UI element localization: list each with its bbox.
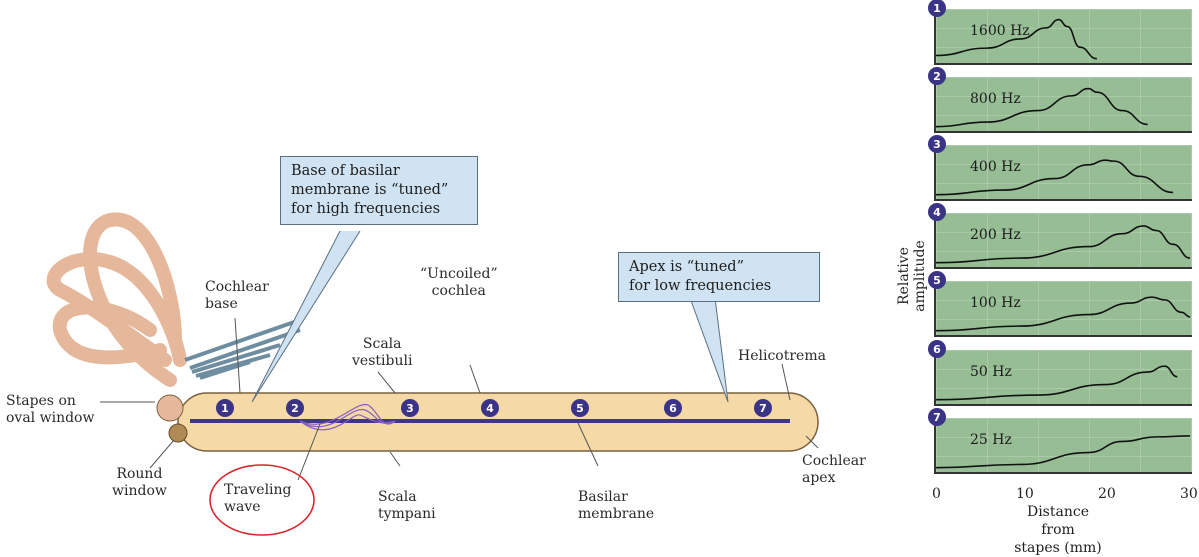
x-axis-label: Distance from stapes (mm) <box>1008 503 1108 557</box>
y-axis-label: Relative amplitude <box>896 216 928 336</box>
base-callout: Base of basilar membrane is “tuned” for … <box>280 156 478 225</box>
position-marker: 2 <box>286 399 304 417</box>
cochlear-base-label: Cochlear base <box>205 279 269 313</box>
response-curve <box>936 436 1190 468</box>
x-tick-label: 0 <box>932 486 941 502</box>
inner-ear-drawing <box>54 219 180 380</box>
oval-window <box>157 395 183 421</box>
cochlear-apex-label: Cochlear apex <box>802 453 866 487</box>
uncoiled-cochlea-label: “Uncoiled” cochlea <box>420 266 498 300</box>
round-window <box>169 424 187 442</box>
position-marker: 1 <box>216 399 234 417</box>
apex-callout: Apex is “tuned” for low frequencies <box>618 252 820 302</box>
position-marker: 7 <box>754 399 772 417</box>
response-curve <box>936 226 1190 263</box>
response-curve <box>936 89 1148 127</box>
helicotrema-label: Helicotrema <box>738 348 826 365</box>
position-marker: 6 <box>664 399 682 417</box>
response-curve <box>936 366 1177 400</box>
x-tick-label: 10 <box>1016 486 1034 502</box>
round-window-label: Round window <box>112 466 167 500</box>
x-tick-label: 20 <box>1098 486 1116 502</box>
x-tick-label: 30 <box>1180 486 1198 502</box>
response-curve <box>936 297 1190 331</box>
response-curve <box>936 20 1097 59</box>
position-marker: 3 <box>401 399 419 417</box>
basilar-membrane-label: Basilar membrane <box>578 489 654 523</box>
response-curve <box>936 160 1173 195</box>
apex-callout-pointer <box>690 298 728 402</box>
stapes-label: Stapes on oval window <box>6 393 94 427</box>
traveling-wave-label: Traveling wave <box>224 482 292 516</box>
base-callout-pointer <box>252 231 360 402</box>
scala-vestibuli-label: Scala vestibuli <box>352 336 412 370</box>
position-marker: 5 <box>571 399 589 417</box>
scala-tympani-label: Scala tympani <box>378 489 436 523</box>
position-marker: 4 <box>481 399 499 417</box>
